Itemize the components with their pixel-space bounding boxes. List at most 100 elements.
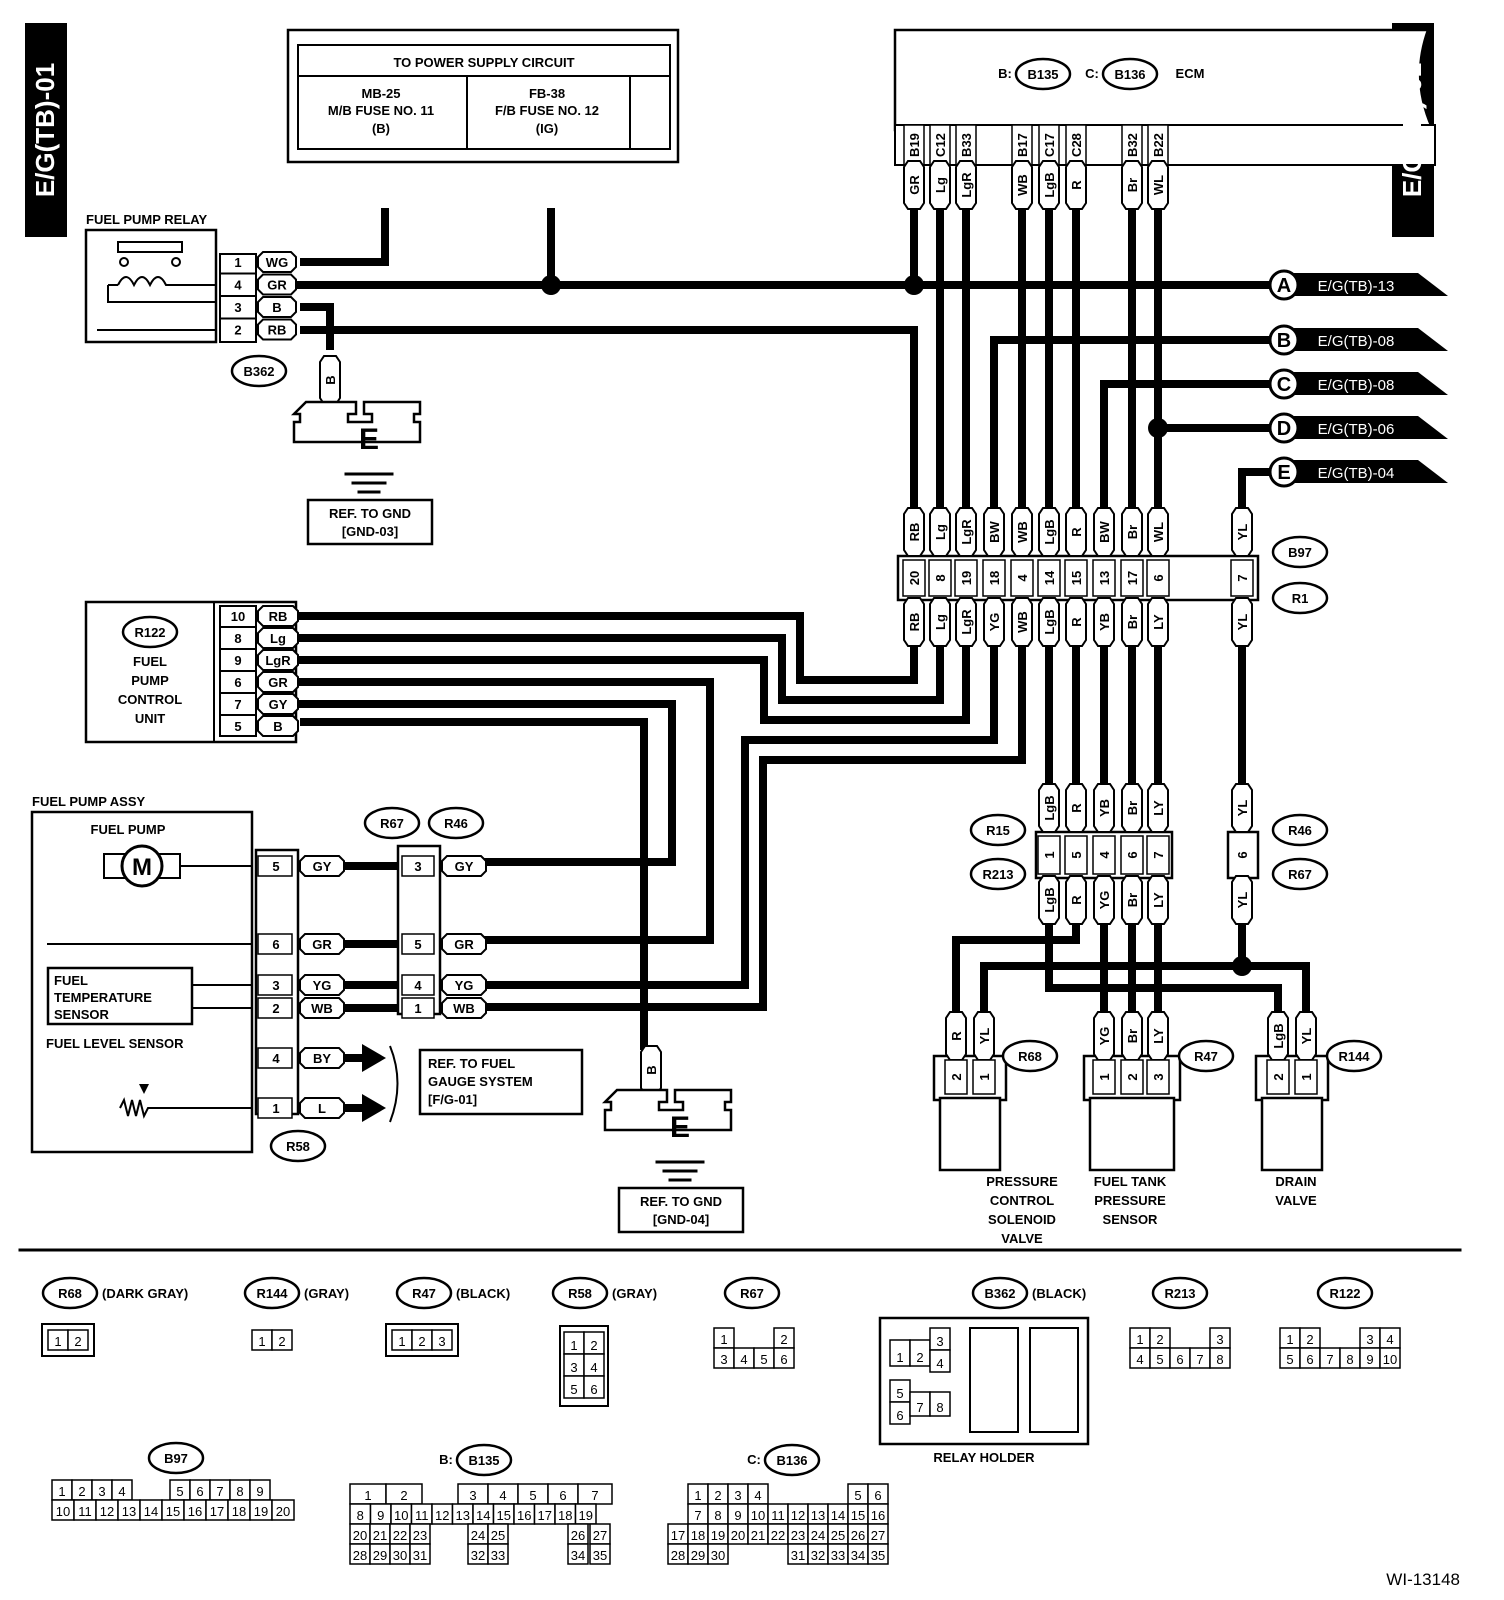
connector-b97-id: B97 — [1288, 545, 1312, 560]
r15-pin-cell — [1037, 835, 1061, 875]
view-r68-pin-number: 1 — [54, 1334, 61, 1349]
view-b135-pin-number: 34 — [571, 1548, 585, 1563]
view-b135-pin-number: 24 — [471, 1528, 485, 1543]
ground-1-terminal — [290, 400, 422, 444]
r213-wire-tag-text: YG — [1097, 891, 1112, 910]
b97-wire-tag-text: RB — [907, 523, 922, 542]
offpage-ref-target: E/G(TB)-13 — [1318, 278, 1395, 295]
r58-pin: 1 — [272, 1101, 279, 1116]
view-b362-oval — [971, 1276, 1029, 1310]
fpcu-pin: 6 — [234, 675, 241, 690]
view-b136-pin-number: 4 — [754, 1488, 761, 1503]
page-code-right: E/G(TB)-01 — [1397, 63, 1427, 197]
b97-pin: 6 — [1151, 574, 1166, 581]
relay-wire-tag-text: RB — [268, 323, 287, 338]
r1-wire-tag-text: R — [1069, 617, 1084, 627]
r15-wire-tag-shape — [1121, 783, 1143, 833]
wire-BW — [990, 336, 1270, 518]
component-wire-tag-text: YL — [1299, 1028, 1314, 1045]
component-pin-cell — [1120, 1059, 1144, 1095]
r1-wire-tag-shape — [983, 597, 1005, 647]
b97-pin-cell — [902, 559, 926, 597]
component-wire-tag-text: R — [949, 1031, 964, 1041]
wire-YL — [1238, 468, 1270, 518]
ecm-terminal-pin: C12 — [933, 133, 948, 157]
ecm-wire-tag-shape — [903, 160, 925, 210]
view-r144-oval — [243, 1276, 301, 1310]
gauge-ref-line: GAUGE SYSTEM — [428, 1074, 533, 1089]
fpcu-wire-tag-shape — [257, 715, 299, 737]
view-b362-pin-number: 8 — [936, 1400, 943, 1415]
component-name-line: VALVE — [1275, 1193, 1317, 1208]
view-b362-relay-slot — [969, 1327, 1019, 1433]
relay-pin: 1 — [234, 255, 241, 270]
view-b136-pin-number: 35 — [871, 1548, 885, 1563]
b97-wire-tag-text: YL — [1235, 524, 1250, 541]
view-r144-pin-number: 2 — [278, 1334, 285, 1349]
junction-dot — [1148, 418, 1168, 438]
view-b135-pin-number: 10 — [394, 1508, 408, 1523]
view-b97-pin-number: 10 — [56, 1504, 70, 1519]
relay-coil-icon — [107, 276, 216, 303]
figure-id: WI-13148 — [1386, 1570, 1460, 1589]
relay-contact — [119, 257, 129, 267]
view-b136-pin-number: 5 — [854, 1488, 861, 1503]
view-b136-id: B136 — [776, 1453, 807, 1468]
b97-wire-tag-shape — [903, 507, 925, 557]
b97-wire-tag-text: BW — [1097, 520, 1112, 542]
joint-r46-wire-tag-text: GR — [454, 937, 474, 952]
connector-r67-left-oval — [363, 806, 421, 840]
view-b136-pin-number: 9 — [734, 1508, 741, 1523]
r15-wire-tag-shape — [1147, 783, 1169, 833]
view-b362-pin-number: 7 — [916, 1400, 923, 1415]
ground-2-ref-box — [617, 1186, 745, 1234]
fpcu-wire-tag-text: GY — [269, 697, 288, 712]
view-b136-pin-number: 17 — [671, 1528, 685, 1543]
ecm-terminal-pin: C28 — [1069, 133, 1084, 157]
view-b97-pin-number: 7 — [216, 1484, 223, 1499]
view-b136-pin-number: 16 — [871, 1508, 885, 1523]
view-r67-oval — [723, 1276, 781, 1310]
view-b136-pin-number: 32 — [811, 1548, 825, 1563]
joint-r67-pin: 1 — [414, 1001, 421, 1016]
fuse-line1: FB-38 — [529, 86, 565, 101]
relay-ground-wire-tag-text: B — [323, 375, 338, 384]
b97-wire-tag-text: WB — [1015, 521, 1030, 543]
view-b97-pin-number: 13 — [122, 1504, 136, 1519]
component-name-line: SOLENOID — [988, 1212, 1056, 1227]
view-b135-pin — [589, 1543, 611, 1565]
offpage-ref-letter: D — [1277, 418, 1291, 440]
r1-wire-tag-text: YG — [987, 613, 1002, 632]
view-b135-pin-number: 23 — [413, 1528, 427, 1543]
view-r58-pin-number: 4 — [590, 1360, 597, 1375]
r1-wire-tag-shape — [1231, 597, 1253, 647]
r1-wire-tag-text: LY — [1151, 614, 1166, 630]
ecm-box — [893, 28, 1435, 132]
view-b136-pin-number: 28 — [671, 1548, 685, 1563]
relay-ground-wire-tag-shape — [319, 355, 341, 405]
component-name-line: CONTROL — [990, 1193, 1054, 1208]
offpage-ref-circle — [1268, 324, 1300, 356]
view-b97-pin-number: 8 — [236, 1484, 243, 1499]
view-r213-pin-number: 4 — [1136, 1352, 1143, 1367]
relay-wire-tag-shape — [257, 296, 297, 318]
view-b97-pin-number: 9 — [256, 1484, 263, 1499]
component-wire-tag-text: YG — [1097, 1027, 1112, 1046]
view-b97-pin-number: 1 — [58, 1484, 65, 1499]
view-r67-pin-number: 1 — [720, 1332, 727, 1347]
ground-2-terminal — [601, 1088, 733, 1132]
offpage-ref-circle — [1268, 456, 1300, 488]
r15-wire-tag-shape — [1093, 783, 1115, 833]
view-r68-housing — [41, 1323, 95, 1357]
b97-pin-cell — [1010, 559, 1034, 597]
b97-wire-tag-shape — [983, 507, 1005, 557]
component-name-line: FUEL TANK — [1094, 1174, 1167, 1189]
joint-r67-pin-cell — [401, 855, 435, 877]
fpcu-pin: 9 — [234, 653, 241, 668]
view-r122-pin-number: 8 — [1346, 1352, 1353, 1367]
r58-wire-tag-shape — [299, 997, 345, 1019]
view-r68-id: R68 — [58, 1286, 82, 1301]
offpage-ref-circle — [1268, 269, 1300, 301]
view-r67-pin-number: 4 — [740, 1352, 747, 1367]
view-r47-pin-number: 1 — [398, 1334, 405, 1349]
